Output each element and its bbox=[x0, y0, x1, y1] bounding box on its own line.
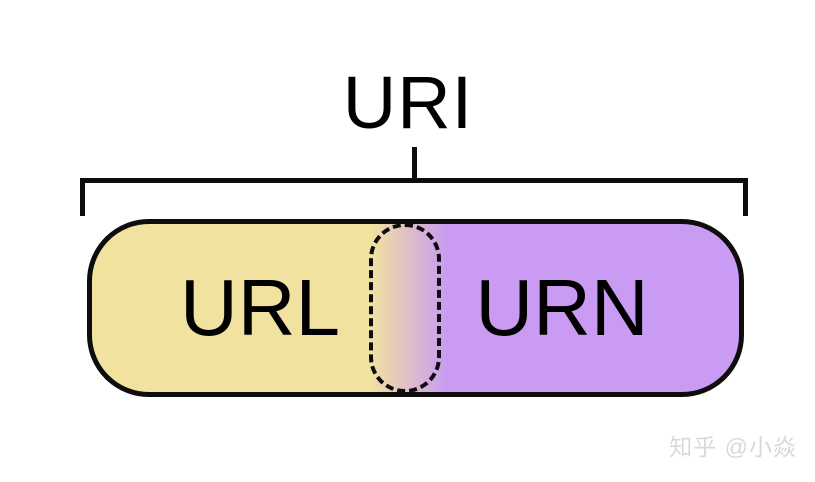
url-region-label: URL bbox=[179, 263, 341, 352]
watermark: 知乎 @小焱 bbox=[669, 434, 797, 460]
urn-region-label: URN bbox=[475, 263, 649, 352]
scope-bracket bbox=[80, 178, 748, 216]
uri-title: URI bbox=[342, 61, 474, 144]
bracket-center-tick bbox=[412, 147, 417, 181]
overlap-dashed-capsule bbox=[369, 223, 441, 393]
